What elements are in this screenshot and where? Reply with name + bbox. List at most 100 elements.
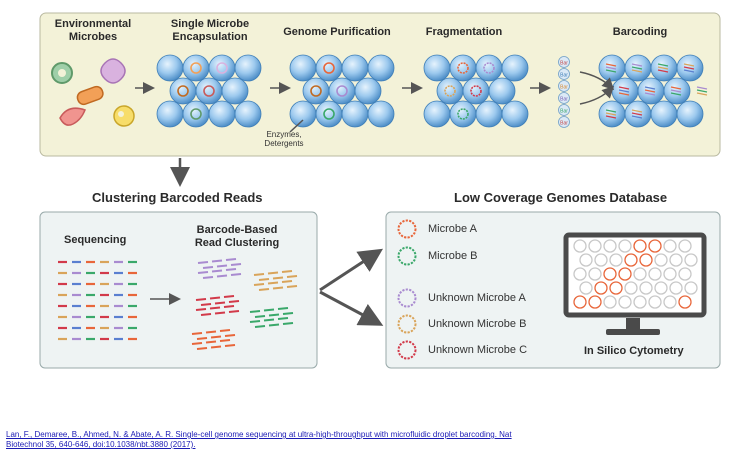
droplet (449, 100, 477, 128)
clustered-read (228, 310, 240, 313)
droplet-genome (470, 85, 482, 97)
screen-cell (639, 253, 653, 267)
barcode-fragment (670, 89, 682, 93)
clustered-read (196, 347, 208, 350)
clustered-read (209, 296, 221, 300)
barcode-fragment (670, 86, 682, 90)
barcode-bead (558, 80, 570, 92)
top-arrows (135, 71, 615, 133)
screen-cell (618, 295, 632, 309)
droplet-genome (310, 85, 322, 97)
clustered-read (223, 295, 235, 298)
droplet (475, 100, 503, 128)
barcode-fragment (618, 89, 630, 93)
clustered-read (202, 276, 214, 279)
clustered-read (219, 329, 231, 332)
barcode-bead (558, 68, 570, 80)
clustered-read (258, 278, 270, 281)
barcode-fragment (683, 63, 695, 67)
droplet (156, 54, 184, 82)
screen-cell (588, 295, 602, 309)
clustered-read (268, 313, 280, 317)
screen-cell (594, 253, 608, 267)
screen-cell (579, 281, 593, 295)
barcode-bead-label: Bar (560, 84, 568, 90)
legend-ring (397, 246, 417, 266)
screen-cell (663, 267, 677, 281)
clustered-read (230, 273, 242, 276)
droplet (367, 54, 395, 82)
barcode-fragment (631, 112, 643, 116)
barcode-fragment (657, 66, 669, 70)
screen-cell (618, 239, 632, 253)
clustered-read (211, 269, 223, 273)
screen-cell (648, 239, 662, 253)
screen-cell (618, 267, 632, 281)
step-barcoding: Barcoding (612, 26, 668, 38)
droplet (234, 100, 262, 128)
screen-cell (573, 239, 587, 253)
screen-cell (594, 281, 608, 295)
clustered-read (282, 312, 294, 315)
droplet (423, 54, 451, 82)
clustering-panel (39, 211, 318, 369)
barcode-fragment (644, 89, 656, 93)
screen-cell (624, 281, 638, 295)
clustered-read (205, 340, 217, 344)
clustered-read (228, 300, 240, 303)
sequencing-label: Sequencing (64, 234, 127, 246)
screen-cell (588, 267, 602, 281)
barcode-fragment (696, 86, 708, 90)
screen-cell (663, 295, 677, 309)
clustered-read (223, 305, 235, 308)
droplet (501, 54, 529, 82)
barcode-fragment (605, 66, 617, 70)
barcode-bead (558, 116, 570, 128)
screen-cell (579, 253, 593, 267)
clustered-read (191, 342, 203, 345)
clustered-read (281, 280, 293, 283)
clustered-read (197, 261, 209, 264)
step-environmental-microbes: Environmental Microbes (54, 18, 132, 43)
clustered-read (249, 320, 261, 323)
barcode-fragment (683, 69, 695, 73)
citation-link[interactable]: Lan, F., Demaree, B., Ahmed, N. & Abate,… (6, 430, 512, 449)
in-silico-cytometry-label: In Silico Cytometry (584, 345, 684, 357)
legend-unknown-microbe-a: Unknown Microbe A (428, 292, 526, 304)
clustered-read (286, 285, 298, 288)
clustered-read (286, 275, 298, 278)
droplet (501, 100, 529, 128)
clustered-read (216, 274, 228, 278)
screen-cell (609, 281, 623, 295)
barcode-fragment (696, 89, 708, 93)
screen-cell (633, 295, 647, 309)
barcode-fragment (683, 66, 695, 70)
barcode-bead (558, 56, 570, 68)
clustered-read (202, 266, 214, 269)
clustered-reads (191, 258, 298, 350)
clustered-read (258, 288, 270, 291)
clustered-read (249, 310, 261, 313)
read-clustering-label: Barcode-Based Read Clustering (194, 224, 280, 249)
droplet-genome (483, 62, 495, 74)
barcode-fragment (605, 63, 617, 67)
clustered-read (200, 313, 212, 316)
clustered-read (225, 268, 237, 271)
screen-cell (603, 295, 617, 309)
legend-rings (397, 219, 417, 360)
clustered-read (253, 273, 265, 276)
clustered-read (216, 264, 228, 268)
droplet (449, 54, 477, 82)
clustered-read (195, 298, 207, 301)
clustered-read (195, 308, 207, 311)
barcode-fragment (696, 92, 708, 96)
droplet-genome (323, 62, 335, 74)
droplet-genome (190, 108, 202, 120)
droplet-clusters (156, 54, 708, 128)
clustered-read (263, 308, 275, 312)
droplet-genome (177, 85, 189, 97)
environmental-microbes (51, 58, 135, 127)
screen-cell (648, 295, 662, 309)
